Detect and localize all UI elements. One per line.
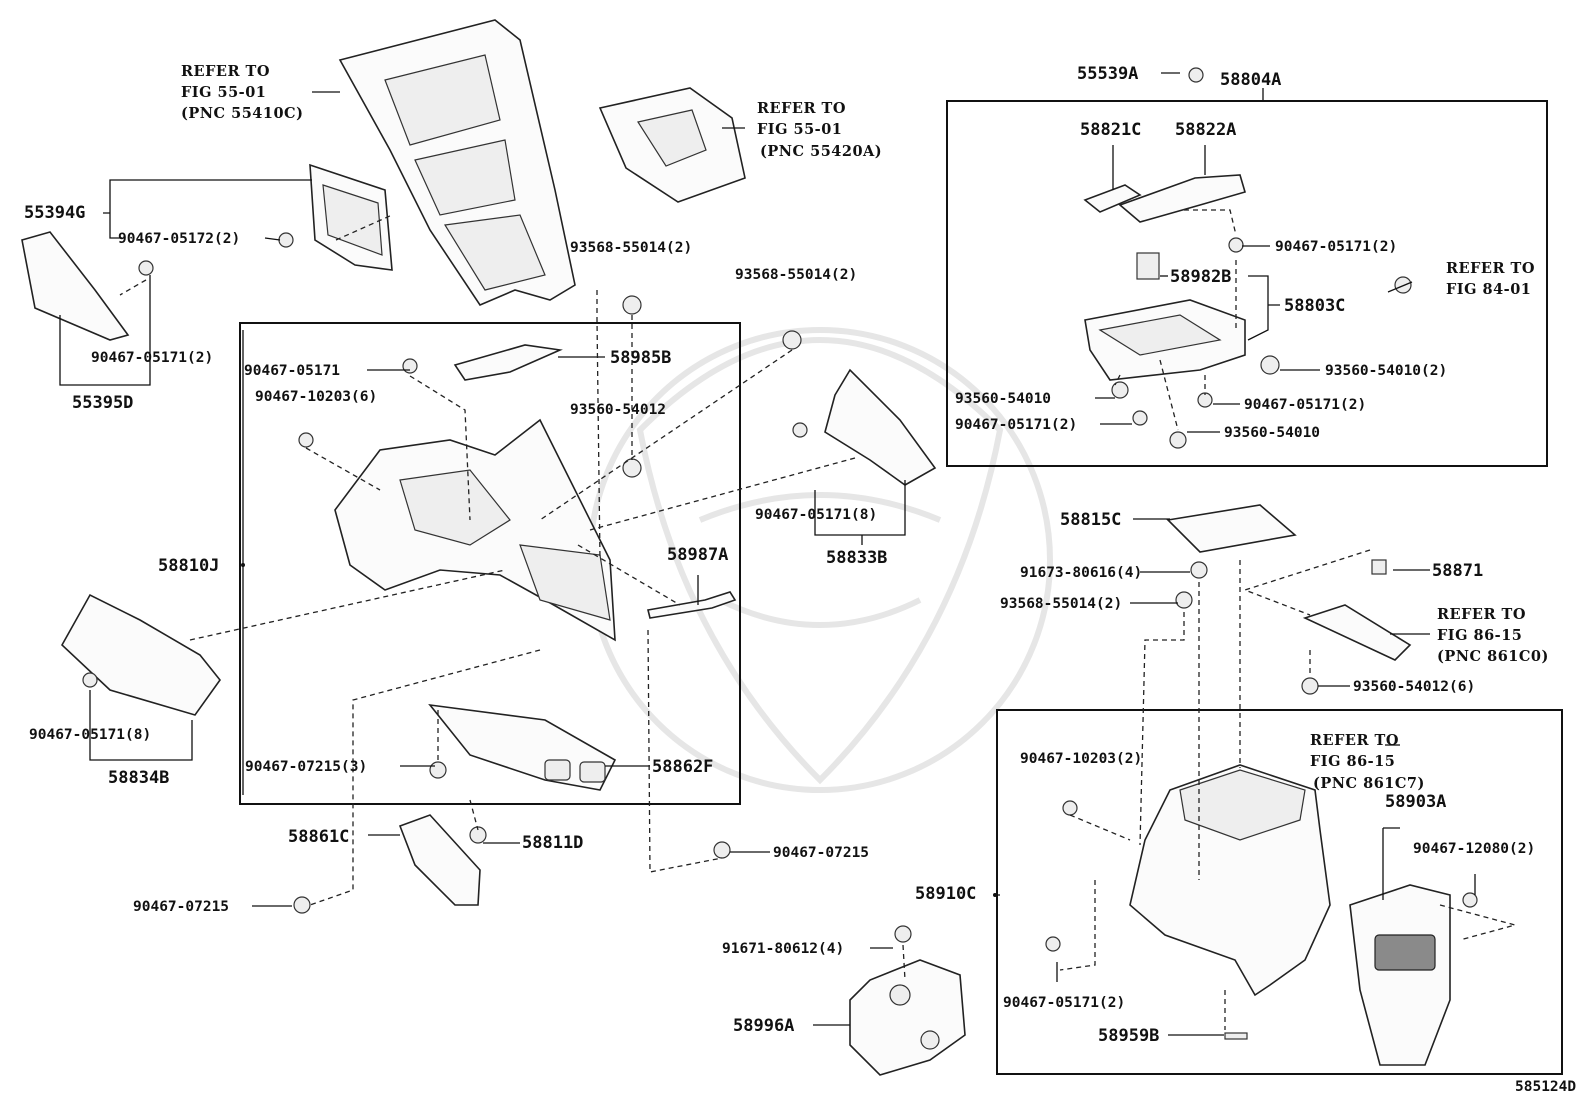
label-58959B: 58959B [1098, 1026, 1159, 1046]
refer-to-840-line1: REFER TO [1446, 260, 1535, 277]
pad-58821C-part [1083, 184, 1142, 213]
refer-to-861C7-line3: (PNC 861C7) [1313, 775, 1425, 792]
label-58822A: 58822A [1175, 120, 1236, 140]
upper-console-panel-part [338, 19, 576, 306]
duct-58861C-part [398, 814, 481, 906]
group-box-58804A [946, 100, 1548, 467]
lid-861C0-part [1302, 604, 1412, 661]
label-58811D: 58811D [522, 833, 583, 853]
pad-58822A-part [1118, 174, 1246, 223]
bracket-58985B-part [453, 344, 563, 381]
junction-dots [241, 563, 997, 897]
trim-58834B-part [60, 593, 222, 716]
refer-to-840-line2: FIG 84-01 [1446, 281, 1531, 298]
label-90467-10203-6: 90467-10203(6) [255, 389, 377, 405]
strip-58959B-part [1224, 1032, 1248, 1040]
label-90467-07215-3: 90467-07215(3) [245, 759, 367, 775]
label-58834B: 58834B [108, 768, 169, 788]
label-58815C: 58815C [1060, 510, 1121, 530]
bracket-55394G-part [309, 163, 393, 271]
storage-box-58803C-part [1084, 299, 1246, 381]
label-90467-05171-8a: 90467-05171(8) [755, 507, 877, 523]
label-90467-10203-2: 90467-10203(2) [1020, 751, 1142, 767]
label-58910C: 58910C [915, 884, 976, 904]
trim-58833B-part [824, 368, 937, 486]
label-93568-55014-a: 93568-55014(2) [570, 240, 692, 256]
label-90467-05171-box3: 90467-05171(2) [1244, 397, 1366, 413]
label-58861C: 58861C [288, 827, 349, 847]
label-55394G: 55394G [24, 203, 85, 223]
leader-lines [59, 72, 1476, 1036]
block-58871-part [1371, 559, 1387, 575]
label-58804A: 58804A [1220, 70, 1281, 90]
refer-to-861C0-line3: (PNC 861C0) [1437, 648, 1549, 665]
fastener-icons [82, 67, 1478, 952]
label-91671-80612: 91671-80612(4) [722, 941, 844, 957]
label-58987A: 58987A [667, 545, 728, 565]
label-58803C: 58803C [1284, 296, 1345, 316]
diagram-id: 585124D [1515, 1079, 1576, 1095]
label-90467-12080: 90467-12080(2) [1413, 841, 1535, 857]
pad-58815C-part [1166, 504, 1297, 553]
label-90467-07215-a: 90467-07215 [773, 845, 869, 861]
label-93560-54010-l: 93560-54010 [955, 391, 1051, 407]
console-box-58810J-part [334, 418, 616, 642]
label-90467-05171-box2: 90467-05171(2) [955, 417, 1077, 433]
bracket-58996A-part [849, 959, 966, 1076]
refer-to-55420A-line1: REFER TO [757, 100, 846, 117]
label-93560-54012-6: 93560-54012(6) [1353, 679, 1475, 695]
clip-58982B-part [1136, 252, 1160, 280]
label-58810J: 58810J [158, 556, 219, 576]
label-93568-55014-b: 93568-55014(2) [735, 267, 857, 283]
refer-to-55420A-line2: FIG 55-01 [757, 121, 842, 138]
label-90467-05171-55395: 90467-05171(2) [91, 350, 213, 366]
label-58985B: 58985B [610, 348, 671, 368]
label-58871: 58871 [1432, 561, 1483, 581]
label-91673-80616: 91673-80616(4) [1020, 565, 1142, 581]
refer-to-861C7-line1: REFER TO [1310, 732, 1399, 749]
label-58821C: 58821C [1080, 120, 1141, 140]
side-panel-55395D-part [21, 231, 130, 341]
refer-to-55410C-line3: (PNC 55410C) [181, 105, 303, 122]
refer-to-55420A-line3: (PNC 55420A) [760, 143, 882, 160]
armrest-58910C-part [1129, 764, 1331, 997]
callout-labels: REFER TO FIG 55-01 (PNC 55410C) REFER TO… [24, 63, 1576, 1095]
label-55539A: 55539A [1077, 64, 1138, 84]
refer-to-55410C-line2: FIG 55-01 [181, 84, 266, 101]
label-90467-05172: 90467-05172(2) [118, 231, 240, 247]
group-box-lower-console [239, 322, 741, 805]
group-box-58910C [996, 709, 1563, 1075]
label-90467-05171-lower: 90467-05171(2) [1003, 995, 1125, 1011]
label-93560-54012: 93560-54012 [570, 402, 666, 418]
label-93560-54010-2: 93560-54010(2) [1325, 363, 1447, 379]
refer-to-861C0-line1: REFER TO [1437, 606, 1526, 623]
label-58903A: 58903A [1385, 792, 1446, 812]
dashed-guides [119, 209, 1518, 1030]
label-90467-05171-single: 90467-05171 [244, 363, 340, 379]
shift-bezel-part [598, 87, 746, 203]
label-55395D: 55395D [72, 393, 133, 413]
label-58982B: 58982B [1170, 267, 1231, 287]
label-93568-55014-c: 93568-55014(2) [1000, 596, 1122, 612]
label-58833B: 58833B [826, 548, 887, 568]
label-93560-54010-b: 93560-54010 [1224, 425, 1320, 441]
duct-58862F-part [428, 703, 617, 791]
refer-to-861C0-line2: FIG 86-15 [1437, 627, 1522, 644]
label-90467-07215-b: 90467-07215 [133, 899, 229, 915]
rear-panel-58903A-part [1349, 884, 1451, 1066]
label-90467-05171-8b: 90467-05171(8) [29, 727, 151, 743]
label-90467-05171-box1: 90467-05171(2) [1275, 239, 1397, 255]
refer-to-861C7-line2: FIG 86-15 [1310, 753, 1395, 770]
label-58996A: 58996A [733, 1016, 794, 1036]
strap-58987A-part [647, 591, 737, 619]
refer-to-55410C-line1: REFER TO [181, 63, 270, 80]
label-58862F: 58862F [652, 757, 713, 777]
